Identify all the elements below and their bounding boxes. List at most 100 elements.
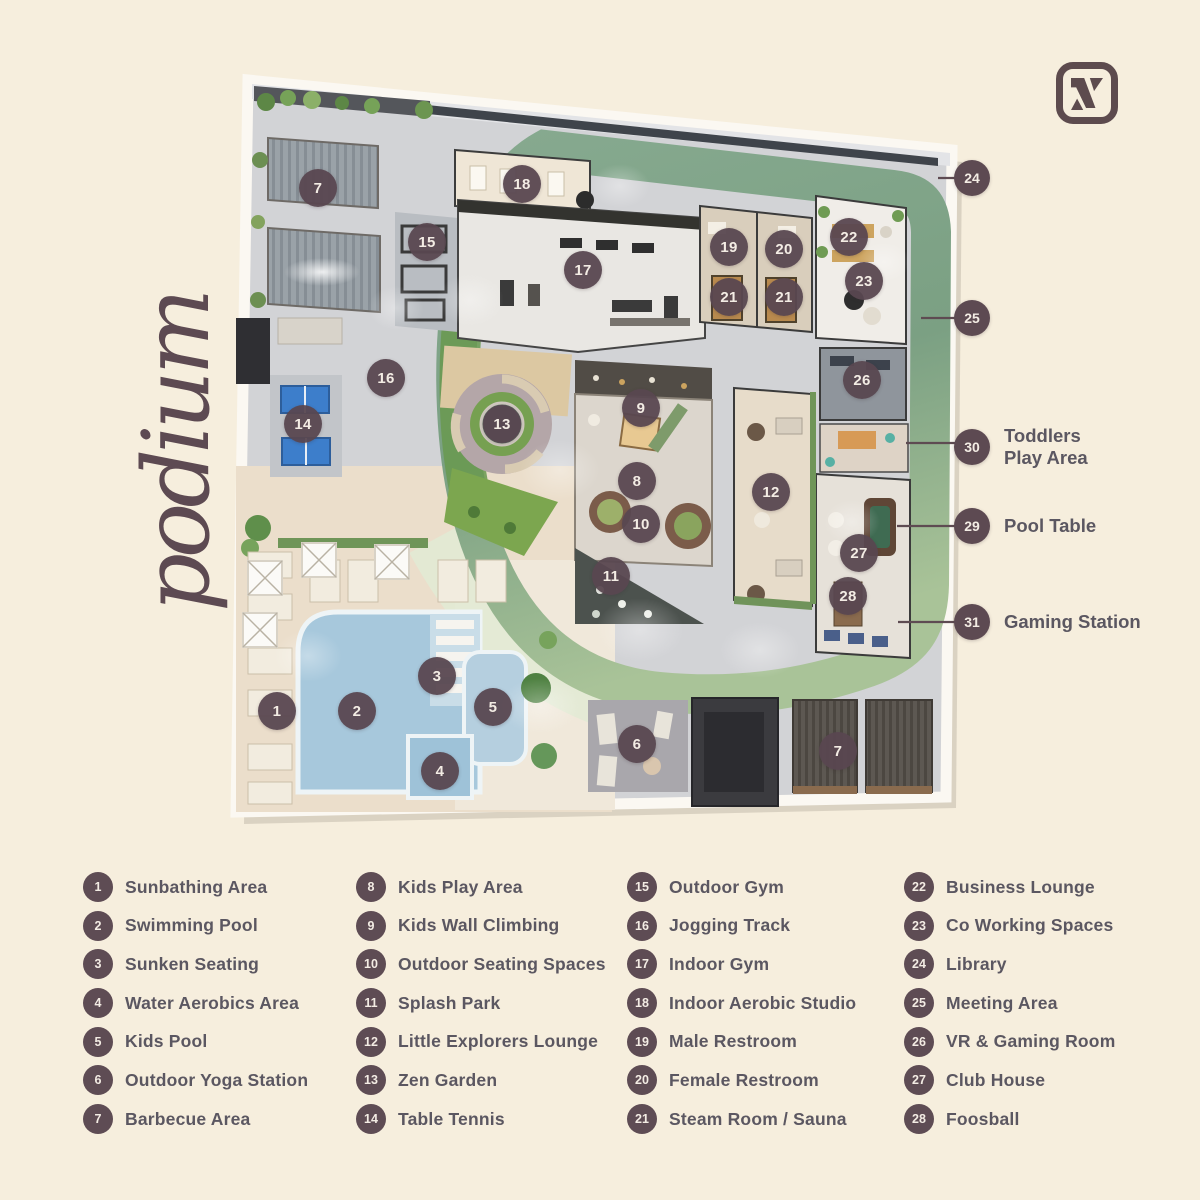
legend-number-badge: 26: [904, 1026, 934, 1057]
legend-number-badge: 27: [904, 1065, 934, 1096]
legend-number-badge: 13: [356, 1065, 386, 1096]
legend-item-label: Swimming Pool: [125, 915, 258, 936]
legend-item: 24 Library: [904, 949, 1169, 980]
plan-marker: 10: [622, 505, 660, 543]
legend-number-badge: 6: [83, 1065, 113, 1096]
plan-marker: 15: [408, 223, 446, 261]
legend-column: 22 Business Lounge 23 Co Working Spaces …: [904, 872, 1169, 1143]
legend-item-label: Foosball: [946, 1108, 1020, 1129]
legend-item-label: Barbecue Area: [125, 1108, 251, 1129]
legend-item: 26 VR & Gaming Room: [904, 1026, 1169, 1057]
plan-marker: 5: [474, 688, 512, 726]
legend-item-label: Business Lounge: [946, 876, 1095, 897]
legend-number-badge: 25: [904, 988, 934, 1019]
plan-marker: 18: [503, 165, 541, 203]
legend-number-badge: 4: [83, 988, 113, 1019]
callout-label: Pool Table: [1004, 515, 1096, 537]
legend-item-label: Kids Wall Climbing: [398, 915, 560, 936]
plan-marker: 2: [338, 692, 376, 730]
legend-number-badge: 10: [356, 949, 386, 980]
plan-marker: 8: [618, 462, 656, 500]
legend-item: 9 Kids Wall Climbing: [356, 910, 621, 941]
plan-marker: 22: [830, 218, 868, 256]
brand-logo: [1056, 62, 1118, 124]
legend-item: 2 Swimming Pool: [83, 910, 348, 941]
legend-item-label: Kids Pool: [125, 1031, 208, 1052]
legend-item-label: Library: [946, 953, 1007, 974]
plan-marker: 21: [765, 278, 803, 316]
legend-item-label: Indoor Aerobic Studio: [669, 992, 857, 1013]
legend-number-badge: 19: [627, 1026, 657, 1057]
legend-item: 13 Zen Garden: [356, 1065, 621, 1096]
plan-marker: 11: [592, 557, 630, 595]
legend-item-label: VR & Gaming Room: [946, 1031, 1116, 1052]
legend-item: 14 Table Tennis: [356, 1104, 621, 1135]
legend-number-badge: 15: [627, 872, 657, 902]
plan-marker: 4: [421, 752, 459, 790]
legend-item-label: Outdoor Gym: [669, 876, 784, 897]
callout-leader-lines: [897, 176, 956, 624]
legend-item: 23 Co Working Spaces: [904, 910, 1169, 941]
callout-label-line: Gaming Station: [1004, 611, 1141, 632]
legend-item-label: Splash Park: [398, 992, 501, 1013]
plan-marker: 17: [564, 251, 602, 289]
legend-item-label: Steam Room / Sauna: [669, 1108, 847, 1129]
legend-item-label: Co Working Spaces: [946, 915, 1114, 936]
legend-item-label: Water Aerobics Area: [125, 992, 299, 1013]
plan-marker: 16: [367, 359, 405, 397]
legend-number-badge: 20: [627, 1065, 657, 1096]
plan-marker: 14: [284, 405, 322, 443]
legend-number-badge: 28: [904, 1104, 934, 1135]
legend-item: 7 Barbecue Area: [83, 1104, 348, 1135]
legend-item: 25 Meeting Area: [904, 988, 1169, 1019]
callout-number-badge: 24: [954, 160, 990, 196]
legend-item: 21 Steam Room / Sauna: [627, 1104, 892, 1135]
legend-number-badge: 24: [904, 949, 934, 980]
legend-column: 15 Outdoor Gym 16 Jogging Track 17 Indoo…: [627, 872, 892, 1143]
plan-marker: 7: [819, 732, 857, 770]
legend-item: 19 Male Restroom: [627, 1026, 892, 1057]
legend-item: 22 Business Lounge: [904, 872, 1169, 902]
legend-number-badge: 17: [627, 949, 657, 980]
legend-number-badge: 16: [627, 910, 657, 941]
plan-marker: 7: [299, 169, 337, 207]
legend-number-badge: 22: [904, 872, 934, 902]
legend-item: 4 Water Aerobics Area: [83, 988, 348, 1019]
legend-item-label: Outdoor Seating Spaces: [398, 953, 606, 974]
callout: 25: [954, 300, 990, 336]
legend-item-label: Little Explorers Lounge: [398, 1031, 599, 1052]
plan-marker: 21: [710, 278, 748, 316]
callout-label-line: Play Area: [1004, 447, 1088, 468]
plan-marker: 6: [618, 725, 656, 763]
legend-item: 10 Outdoor Seating Spaces: [356, 949, 621, 980]
legend-column: 1 Sunbathing Area 2 Swimming Pool 3 Sunk…: [83, 872, 348, 1143]
callout-number-badge: 29: [954, 508, 990, 544]
callout-label: Gaming Station: [1004, 611, 1141, 633]
legend-number-badge: 2: [83, 910, 113, 941]
legend-item-label: Kids Play Area: [398, 876, 523, 897]
callout-label-line: Toddlers: [1004, 425, 1081, 446]
legend-item: 5 Kids Pool: [83, 1026, 348, 1057]
callout-number-badge: 31: [954, 604, 990, 640]
plan-marker: 12: [752, 473, 790, 511]
plan-marker: 26: [843, 361, 881, 399]
legend-item: 17 Indoor Gym: [627, 949, 892, 980]
legend-item: 20 Female Restroom: [627, 1065, 892, 1096]
plan-marker: 27: [840, 534, 878, 572]
legend-item: 28 Foosball: [904, 1104, 1169, 1135]
legend-item: 16 Jogging Track: [627, 910, 892, 941]
plan-marker: 20: [765, 230, 803, 268]
legend-item-label: Outdoor Yoga Station: [125, 1069, 309, 1090]
legend-number-badge: 21: [627, 1104, 657, 1135]
legend-number-badge: 23: [904, 910, 934, 941]
legend-item-label: Sunken Seating: [125, 953, 260, 974]
legend-number-badge: 11: [356, 988, 386, 1019]
plan-marker: 23: [845, 262, 883, 300]
legend-number-badge: 7: [83, 1104, 113, 1135]
legend-item: 11 Splash Park: [356, 988, 621, 1019]
legend-number-badge: 1: [83, 872, 113, 902]
legend-column: 8 Kids Play Area 9 Kids Wall Climbing 10…: [356, 872, 621, 1143]
legend-item: 1 Sunbathing Area: [83, 872, 348, 902]
